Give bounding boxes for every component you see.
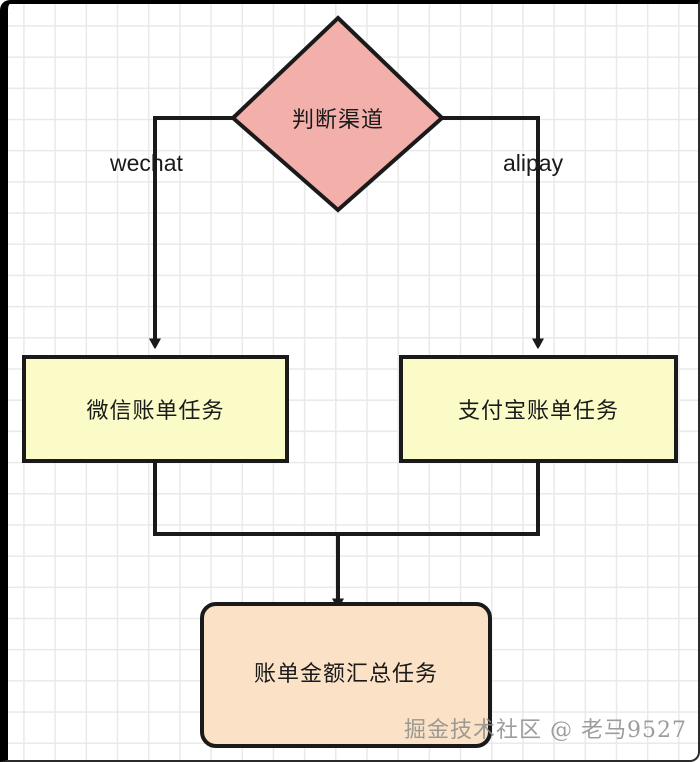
node-alipay-task-shape[interactable] bbox=[399, 355, 678, 463]
edge-decision-to-wechat bbox=[155, 116, 233, 340]
node-decision-label: 判断渠道 bbox=[291, 108, 384, 133]
node-wechat-task-label: 微信账单任务 bbox=[86, 399, 225, 424]
edge-wechat-to-summary bbox=[153, 461, 338, 536]
node-wechat-task-shape[interactable] bbox=[22, 355, 289, 463]
node-alipay-task-label: 支付宝账单任务 bbox=[457, 399, 619, 424]
edge-alipay-to-summary bbox=[338, 461, 540, 536]
watermark-text: 掘金技术社区 @ 老马9527 bbox=[404, 718, 687, 743]
node-decision-shape[interactable] bbox=[230, 15, 445, 213]
node-summary-task-label: 账单金额汇总任务 bbox=[253, 662, 438, 687]
edge-decision-to-alipay bbox=[442, 116, 538, 340]
edge-label-wechat: wechat bbox=[110, 150, 183, 176]
node-summary-task-shape[interactable] bbox=[200, 602, 492, 748]
edge-label-alipay: alipay bbox=[503, 150, 564, 176]
